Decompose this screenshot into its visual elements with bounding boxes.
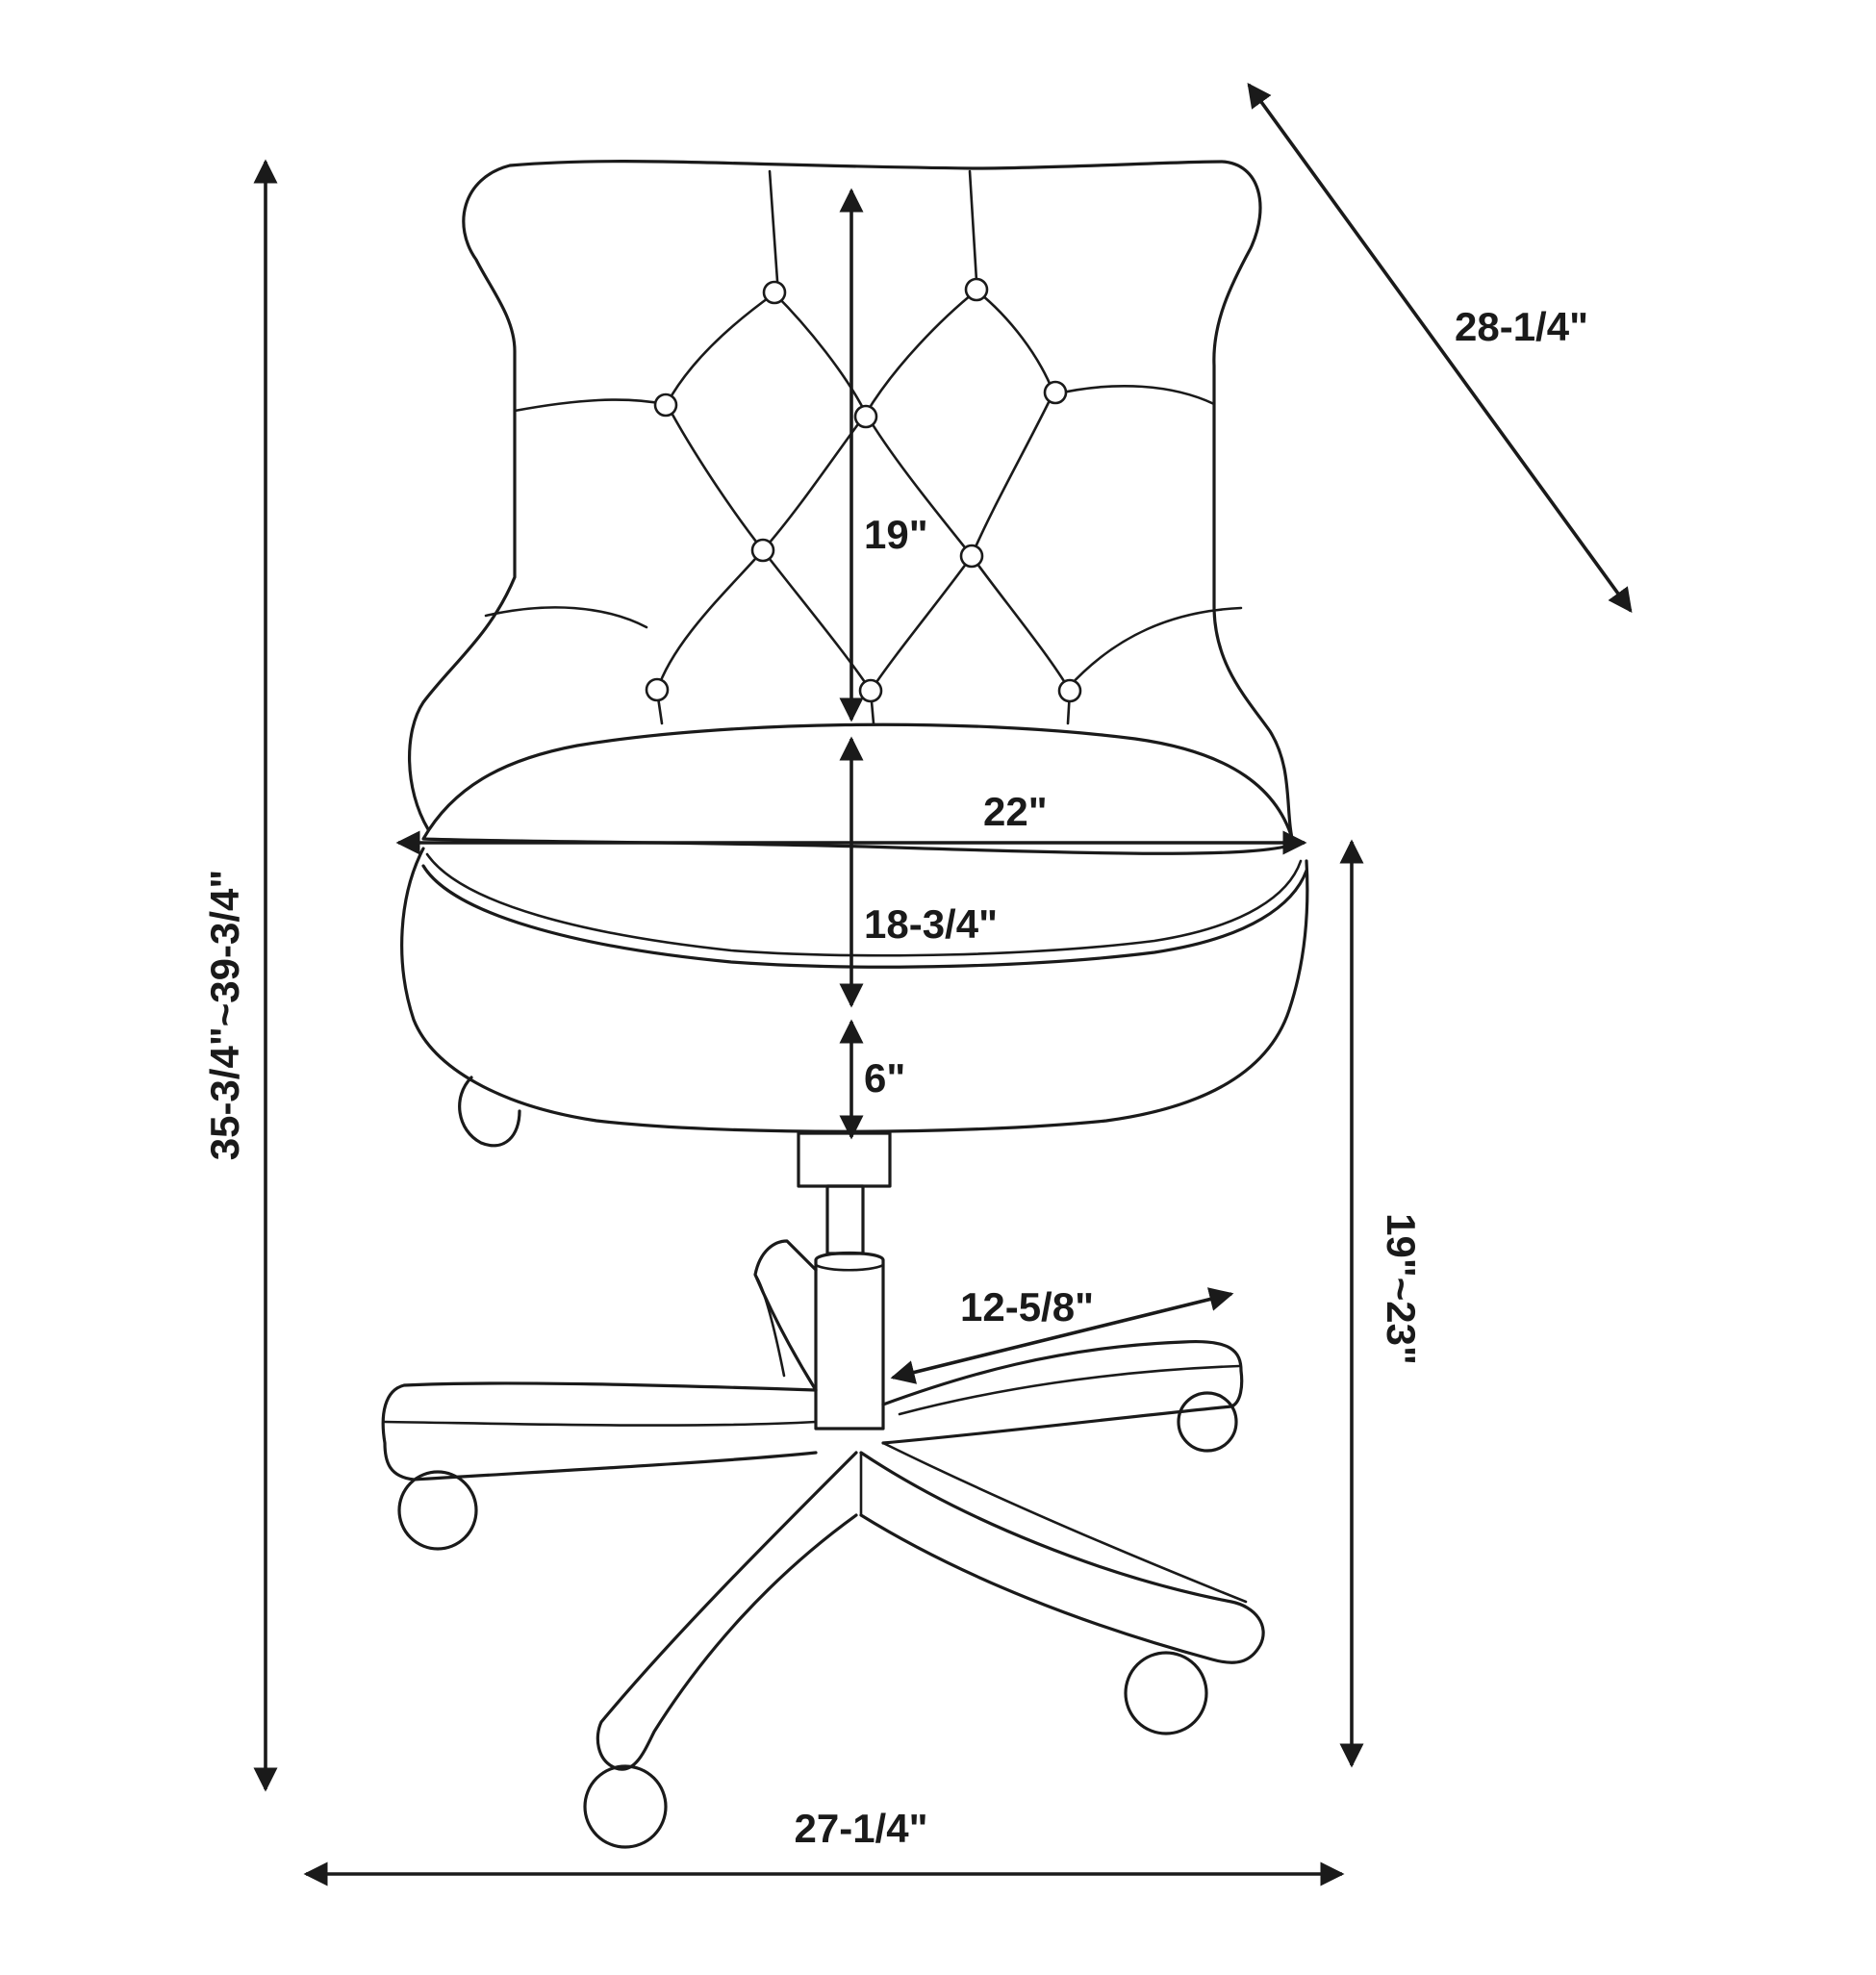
seat-mechanism-plate: [797, 1131, 892, 1188]
casters: [397, 1391, 1238, 1849]
gas-cylinder-lower: [814, 1251, 885, 1431]
caster-front-right: [1124, 1651, 1208, 1735]
caster-front-left: [583, 1764, 668, 1849]
back-tufting: [655, 289, 1072, 725]
back-channel-right: [968, 169, 978, 283]
label-base-width: 27-1/4": [794, 1806, 927, 1851]
label-leg-length: 12-5/8": [960, 1284, 1094, 1329]
tuft-buttons: [645, 277, 1082, 703]
base-leg-left-edge: [383, 1420, 818, 1427]
base-leg-right-edge: [898, 1364, 1241, 1416]
base-leg-left: [381, 1381, 818, 1481]
label-seat-height: 19"~23": [1379, 1213, 1424, 1365]
chair-base: [381, 1239, 1265, 1771]
base-leg-front-right: [859, 1451, 1265, 1664]
chair-backrest: [407, 160, 1296, 848]
dim-line-depth: [1247, 82, 1633, 614]
back-tuft-line-upper-right: [1052, 385, 1216, 406]
base-leg-rear: [753, 1239, 818, 1392]
dimension-lines: [253, 82, 1633, 1886]
back-tuft-line-upper-left: [513, 398, 666, 413]
rear-caster: [458, 1076, 521, 1148]
base-leg-right: [881, 1339, 1244, 1445]
back-channel-left: [768, 169, 779, 283]
caster-left: [397, 1470, 478, 1551]
chair-seat-base: [400, 847, 1309, 1133]
label-back-height: 19": [864, 512, 928, 557]
gas-cylinder-ring: [814, 1263, 885, 1272]
base-leg-rear-side: [753, 1273, 786, 1378]
dimension-labels: 35-3/4"~39-3/4" 28-1/4" 19" 22" 18-3/4" …: [202, 304, 1588, 1851]
chair-seat-top: [421, 722, 1296, 855]
base-leg-front-left: [596, 1451, 858, 1771]
label-seat-thickness: 6": [864, 1055, 905, 1101]
back-tuft-line-lower-right: [1066, 606, 1243, 690]
label-overall-height: 35-3/4"~39-3/4": [202, 870, 247, 1161]
label-seat-width: 22": [983, 789, 1048, 834]
back-tuft-line-lower-left: [484, 606, 648, 629]
chair-drawing: [381, 160, 1309, 1849]
caster-right-rear: [1177, 1391, 1238, 1453]
chair-seat-welt-inner: [425, 852, 1303, 957]
base-leg-front-right-top: [881, 1441, 1248, 1604]
chair-seat-welt: [421, 864, 1308, 969]
label-seat-depth: 18-3/4": [864, 901, 998, 947]
gas-cylinder-upper: [825, 1184, 865, 1255]
dim-line-leg-length: [890, 1287, 1234, 1384]
label-depth: 28-1/4": [1455, 304, 1588, 349]
